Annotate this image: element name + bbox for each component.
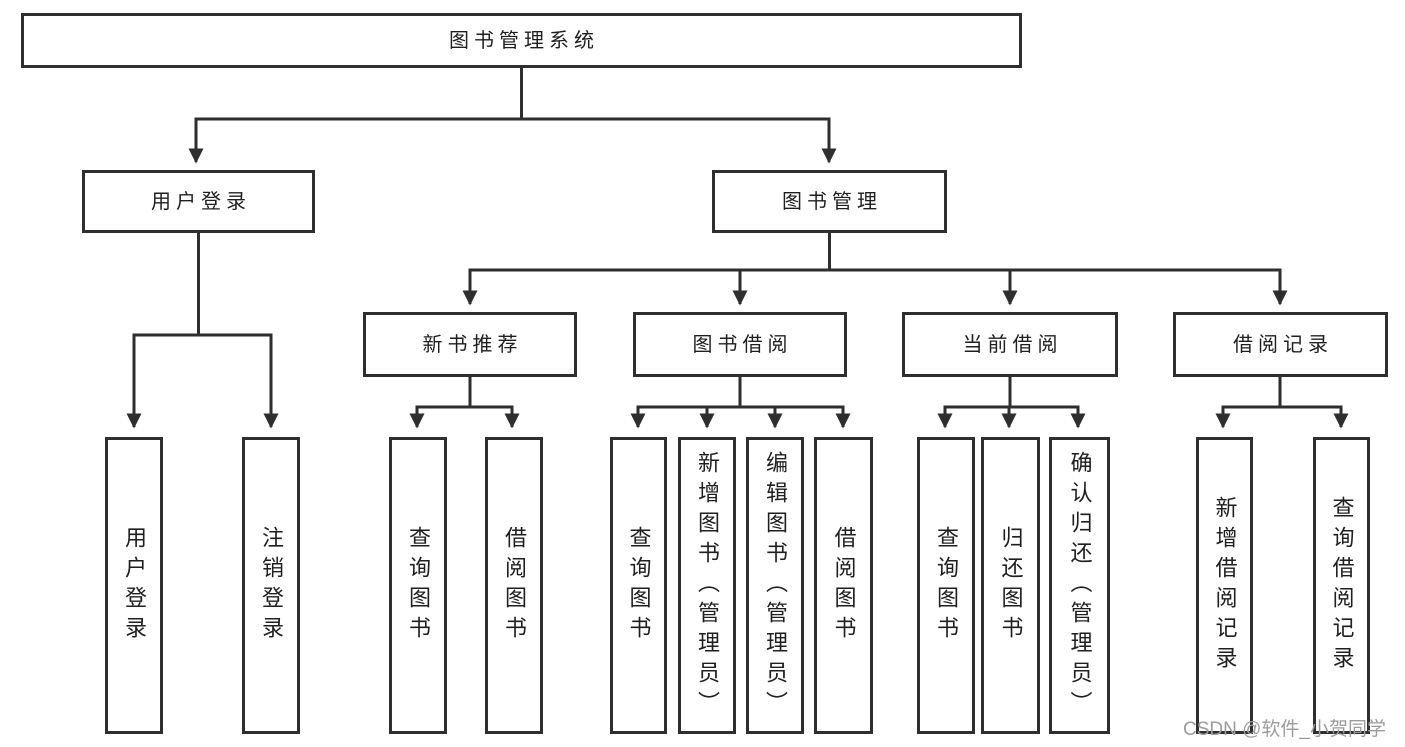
node-root: 图书管理系统 [21,13,1022,68]
leaf-label: 归还图书 [998,525,1024,646]
node-current-borrow: 当前借阅 [902,312,1118,377]
watermark: CSDN @软件_小贺同学 [1183,719,1386,740]
node-leaf-user-login: 用户登录 [105,437,163,734]
node-leaf-return-books: 归还图书 [981,437,1040,734]
node-new-book-recommend: 新书推荐 [363,312,577,377]
node-book-borrow: 图书借阅 [633,312,847,377]
leaf-label: 编辑图书（管理员） [763,450,788,721]
leaf-label: 查询图书 [626,525,652,646]
leaf-label: 用户登录 [122,525,147,646]
leaf-label: 新增借阅记录 [1212,495,1238,676]
leaf-label: 确认归还（管理员） [1067,450,1093,721]
node-leaf-add-books-admin: 新增图书（管理员） [678,437,736,734]
leaf-label: 借阅图书 [502,525,527,646]
node-user-login: 用户登录 [82,170,315,233]
leaf-label: 查询借阅记录 [1329,495,1355,676]
node-leaf-recommend-borrow-books: 借阅图书 [485,437,543,734]
arrow-lines [126,119,1349,429]
node-leaf-add-borrow-record: 新增借阅记录 [1196,437,1253,734]
node-leaf-current-query-books: 查询图书 [917,437,975,734]
node-leaf-logout: 注销登录 [242,437,300,734]
node-leaf-edit-books-admin: 编辑图书（管理员） [746,437,804,734]
leaf-label: 新增图书（管理员） [695,450,720,721]
leaf-label: 查询图书 [934,525,959,646]
node-leaf-borrow-query-books: 查询图书 [610,437,667,734]
leaf-label: 查询图书 [406,525,431,646]
leaf-label: 注销登录 [259,525,284,646]
node-book-management: 图书管理 [712,170,947,233]
node-leaf-borrow-books: 借阅图书 [814,437,873,734]
leaf-label: 借阅图书 [831,525,857,646]
node-borrow-records: 借阅记录 [1173,312,1388,377]
node-leaf-confirm-return-admin: 确认归还（管理员） [1049,437,1110,734]
node-leaf-recommend-query-books: 查询图书 [389,437,447,734]
node-leaf-query-borrow-record: 查询借阅记录 [1313,437,1370,734]
